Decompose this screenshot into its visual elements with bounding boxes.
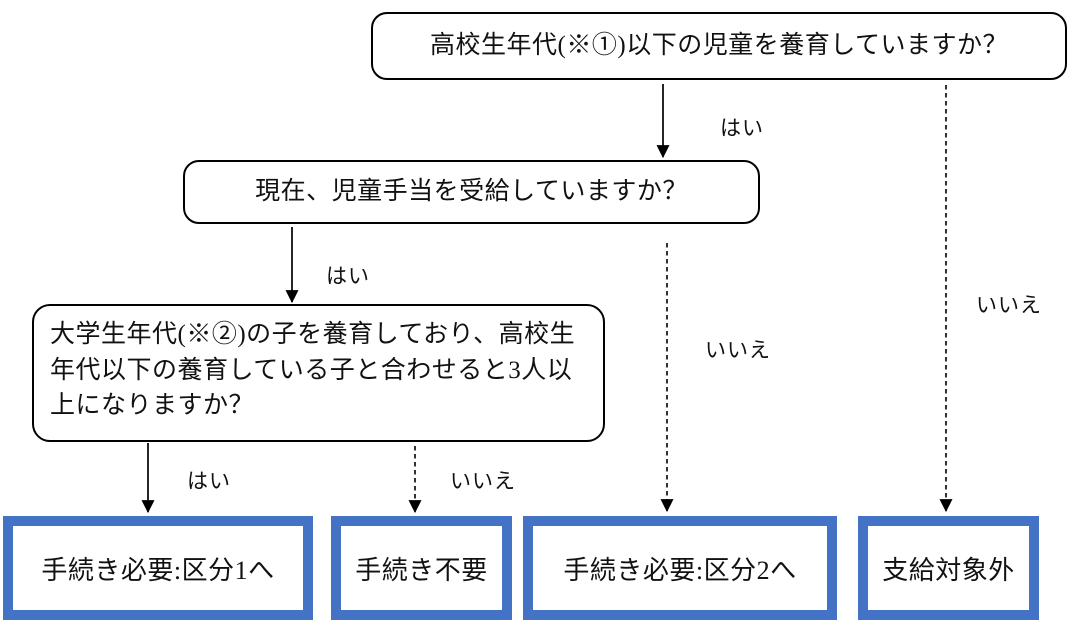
edge-label-q3-yes: はい <box>187 469 231 493</box>
result-node-r3: 手続き必要:区分2へ <box>523 516 837 620</box>
result-node-r4: 支給対象外 <box>858 516 1039 620</box>
question-node-q1-label: 高校生年代(※①)以下の児童を養育していますか？ <box>430 32 1008 60</box>
question-node-q2: 現在、児童手当を受給していますか？ <box>183 160 760 224</box>
question-node-q3: 大学生年代(※②)の子を養育しており、高校生年代以下の養育している子と合わせると… <box>32 304 605 442</box>
question-node-q1: 高校生年代(※①)以下の児童を養育していますか？ <box>371 12 1067 80</box>
result-node-r1: 手続き必要:区分1へ <box>3 516 313 620</box>
result-node-r1-label: 手続き必要:区分1へ <box>41 555 275 585</box>
result-node-r4-label: 支給対象外 <box>882 555 1015 585</box>
question-node-q2-label: 現在、児童手当を受給していますか？ <box>255 178 688 206</box>
question-node-q3-label: 大学生年代(※②)の子を養育しており、高校生年代以下の養育している子と合わせると… <box>50 321 576 419</box>
edge-label-q2-yes: はい <box>326 264 370 288</box>
edge-label-q1-yes: はい <box>720 116 764 140</box>
result-node-r3-label: 手続き必要:区分2へ <box>563 555 797 585</box>
edge-label-q3-no: いいえ <box>450 469 516 493</box>
edge-label-q2-no: いいえ <box>705 338 771 362</box>
edge-label-q1-no: いいえ <box>976 293 1042 317</box>
result-node-r2: 手続き不要 <box>331 516 512 620</box>
result-node-r2-label: 手続き不要 <box>355 555 488 585</box>
